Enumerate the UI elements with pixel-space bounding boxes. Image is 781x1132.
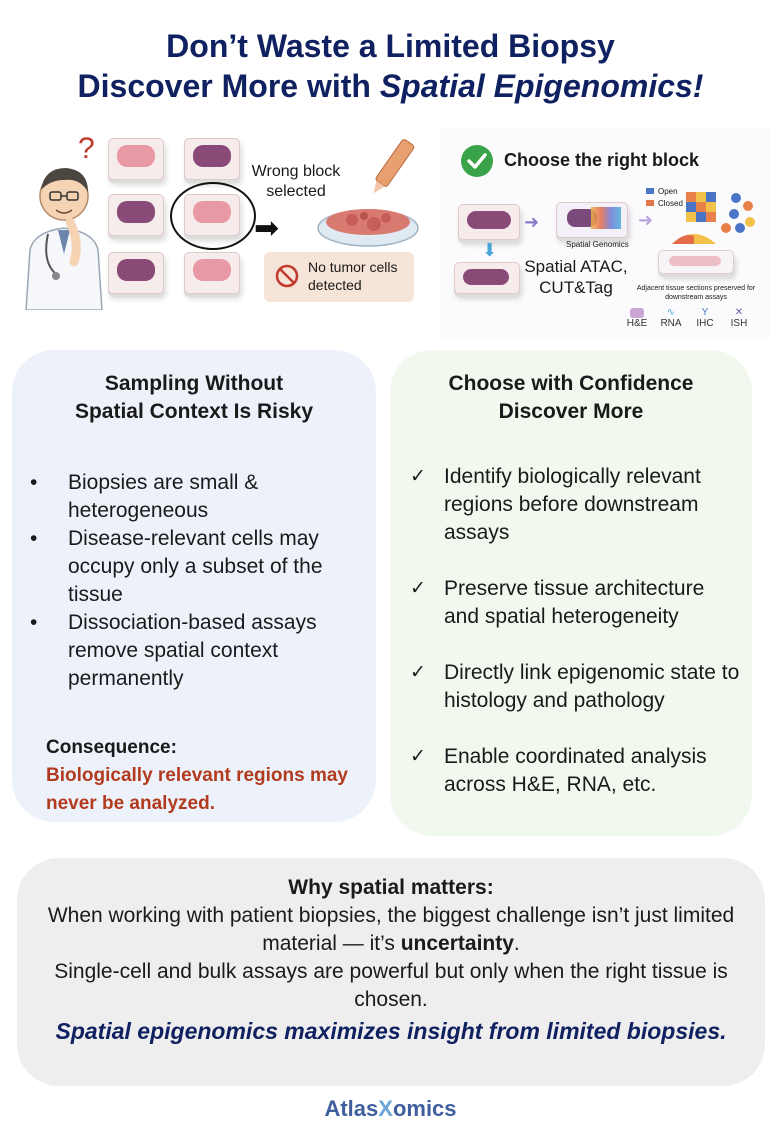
choose-block-heading: Choose the right block bbox=[504, 150, 700, 170]
risk-panel: Sampling Without Spatial Context Is Risk… bbox=[12, 350, 376, 822]
why-spatial-text: Why spatial matters: When working with p… bbox=[35, 874, 747, 1046]
question-mark: ? bbox=[78, 132, 95, 165]
list-item: •Dissociation-based assays remove spatia… bbox=[30, 611, 317, 690]
why-spatial-line-1: When working with patient biopsies, the … bbox=[47, 904, 735, 955]
atlasxomics-logo: AtlasXomics bbox=[324, 1096, 457, 1121]
arrow-down-icon: ⬇ bbox=[482, 240, 498, 260]
confidence-panel-heading: Choose with Confidence Discover More bbox=[448, 372, 694, 423]
tissue-block bbox=[108, 194, 164, 236]
risk-panel-heading: Sampling Without Spatial Context Is Risk… bbox=[74, 372, 314, 423]
why-spatial-heading: Why spatial matters: bbox=[288, 876, 494, 899]
wrong-block-illustration: ? Wrong block selected ➡ No tumor cells … bbox=[14, 128, 434, 338]
title-line-2: Discover More with Spatial Epigenomics! bbox=[77, 68, 704, 104]
list-item: ✓Identify biologically relevant regions … bbox=[410, 465, 701, 544]
check-icon: ✓ bbox=[410, 578, 426, 599]
spatial-slide bbox=[556, 202, 628, 238]
ish-icon: ✕ISH bbox=[730, 307, 748, 330]
spatial-genomics-label: Spatial Genomics bbox=[566, 240, 629, 249]
check-circle-icon bbox=[461, 145, 493, 177]
tissue-block bbox=[458, 204, 520, 240]
why-spatial-line-2: Single-cell and bulk assays are powerful… bbox=[54, 960, 728, 1011]
arrow-right-icon: ➜ bbox=[524, 212, 540, 232]
consequence-text: Biologically relevant regions may never … bbox=[46, 765, 348, 814]
consequence-label: Consequence: bbox=[46, 737, 177, 758]
title-line-1: Don’t Waste a Limited Biopsy bbox=[166, 28, 615, 64]
list-item: •Disease-relevant cells may occupy only … bbox=[30, 527, 323, 606]
tissue-block bbox=[184, 138, 240, 180]
check-icon: ✓ bbox=[410, 466, 426, 487]
selection-circle bbox=[170, 182, 256, 250]
tissue-block bbox=[454, 262, 520, 294]
consequence-block: Consequence: Biologically relevant regio… bbox=[46, 734, 366, 818]
tissue-block bbox=[184, 252, 240, 294]
right-block-illustration: Choose the right block ➜ Spatial Genomic… bbox=[440, 128, 770, 340]
legend: Open Closed bbox=[646, 186, 683, 210]
check-icon: ✓ bbox=[410, 746, 426, 767]
arrow-right-icon: ➜ bbox=[638, 210, 654, 230]
tissue-block bbox=[108, 252, 164, 294]
adjacent-section bbox=[658, 250, 734, 274]
warning-text: No tumor cells detected bbox=[308, 259, 398, 293]
risk-bullets: •Biopsies are small & heterogeneous •Dis… bbox=[12, 469, 362, 693]
arrow-right-icon: ➡ bbox=[254, 212, 280, 245]
why-spatial-emphasis: Spatial epigenomics maximizes insight fr… bbox=[55, 1018, 727, 1044]
tissue-block bbox=[108, 138, 164, 180]
prohibited-icon bbox=[275, 264, 299, 288]
list-item: ✓Enable coordinated analysis across H&E,… bbox=[410, 745, 707, 796]
warning-box: No tumor cells detected bbox=[264, 252, 414, 302]
doctor-icon bbox=[25, 168, 103, 310]
confidence-panel: Choose with Confidence Discover More ✓Id… bbox=[390, 350, 752, 836]
list-item: ✓Preserve tissue architecture and spatia… bbox=[410, 577, 705, 628]
he-icon: H&E bbox=[624, 308, 650, 329]
adjacent-note: Adjacent tissue sections preserved for d… bbox=[636, 285, 756, 301]
assay-label: Spatial ATAC, CUT&Tag bbox=[524, 257, 628, 297]
petri-dish-icon bbox=[317, 139, 419, 247]
why-spatial-panel: Why spatial matters: When working with p… bbox=[17, 858, 765, 1086]
benefit-list: ✓Identify biologically relevant regions … bbox=[390, 463, 742, 799]
list-item: ✓Directly link epigenomic state to histo… bbox=[410, 661, 740, 712]
wrong-block-label: Wrong block selected bbox=[251, 163, 341, 200]
list-item: •Biopsies are small & heterogeneous bbox=[30, 471, 259, 522]
check-icon: ✓ bbox=[410, 662, 426, 683]
page-title: Don’t Waste a Limited Biopsy Discover Mo… bbox=[0, 26, 781, 106]
rna-icon: ∿RNA bbox=[660, 307, 682, 330]
heatmap-icon bbox=[672, 192, 755, 244]
